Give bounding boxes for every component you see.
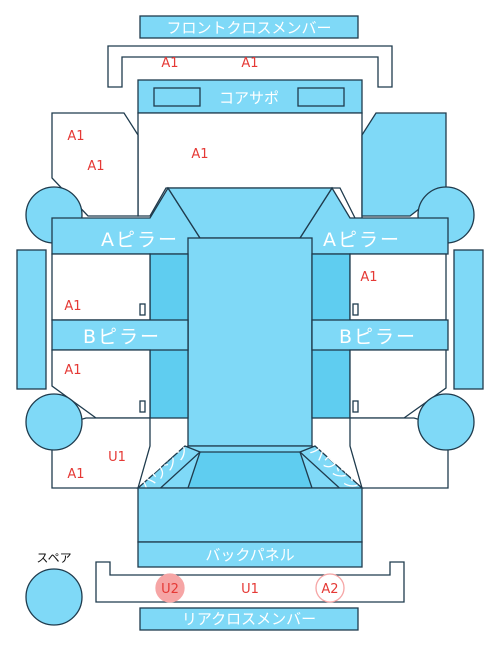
core-support-headlamp-right xyxy=(297,87,345,107)
rear-cross-member-label: リアクロスメンバー xyxy=(182,610,316,628)
side-sill-right[interactable] xyxy=(453,249,484,390)
front-left-mark-1: A1 xyxy=(67,129,84,144)
b-pillar-right-label: Bピラー xyxy=(339,326,417,348)
front-door-left-handle xyxy=(139,303,146,316)
rear-floor[interactable] xyxy=(137,487,363,543)
side-sill-left[interactable] xyxy=(16,249,47,390)
front-left-door-mark: A1 xyxy=(64,299,81,314)
spare-tire[interactable] xyxy=(25,568,83,626)
rear-member-mark-3: A2 xyxy=(321,582,338,597)
rear-left-quarter-mark-2: A1 xyxy=(67,467,84,482)
rear-member-mark-2: U1 xyxy=(241,582,259,597)
rear-wheel-right[interactable] xyxy=(417,393,475,451)
core-support-label: コアサポ xyxy=(219,89,279,107)
rear-member-highlight-3 xyxy=(315,573,345,603)
rear-left-quarter-mark-1: U1 xyxy=(108,450,126,465)
front-fender-left[interactable] xyxy=(51,112,139,217)
rear-bumper-reinforcement[interactable] xyxy=(95,561,405,603)
rear-cross-member[interactable] xyxy=(139,607,359,631)
front-fender-right[interactable] xyxy=(361,112,447,217)
front-door-right[interactable] xyxy=(349,253,447,321)
a-pillar-right-label: Aピラー xyxy=(323,229,401,251)
a-pillar-left-label: Aピラー xyxy=(101,229,179,251)
front-door-right-handle xyxy=(352,303,359,316)
rear-member-mark-1: U2 xyxy=(161,582,179,597)
front-door-left[interactable] xyxy=(51,253,151,321)
b-pillar-left-label: Bピラー xyxy=(83,326,161,348)
rear-wheel-left[interactable] xyxy=(25,393,83,451)
core-support-headlamp-left xyxy=(153,87,201,107)
b-pillar-left[interactable] xyxy=(51,319,189,351)
spare-label: スペア xyxy=(36,551,71,565)
front-bumper-reinforcement[interactable] xyxy=(107,45,393,88)
rear-door-right-handle xyxy=(352,400,359,413)
front-member-mark-2: A1 xyxy=(241,56,258,71)
front-member-mark-1: A1 xyxy=(161,56,178,71)
front-cross-member-label: フロントクロスメンバー xyxy=(166,19,331,37)
rear-door-left-handle xyxy=(139,400,146,413)
back-panel-label: バックパネル xyxy=(205,546,294,564)
hood-mark: A1 xyxy=(191,147,208,162)
rear-left-door-mark: A1 xyxy=(64,363,81,378)
front-left-mark-2: A1 xyxy=(87,159,104,174)
front-cross-member[interactable] xyxy=(139,15,359,39)
rear-member-highlight-1 xyxy=(155,573,185,603)
trunk-lid[interactable] xyxy=(187,451,313,489)
back-panel[interactable] xyxy=(137,541,363,568)
roof-panel[interactable] xyxy=(187,237,313,447)
front-right-door-mark: A1 xyxy=(360,270,377,285)
